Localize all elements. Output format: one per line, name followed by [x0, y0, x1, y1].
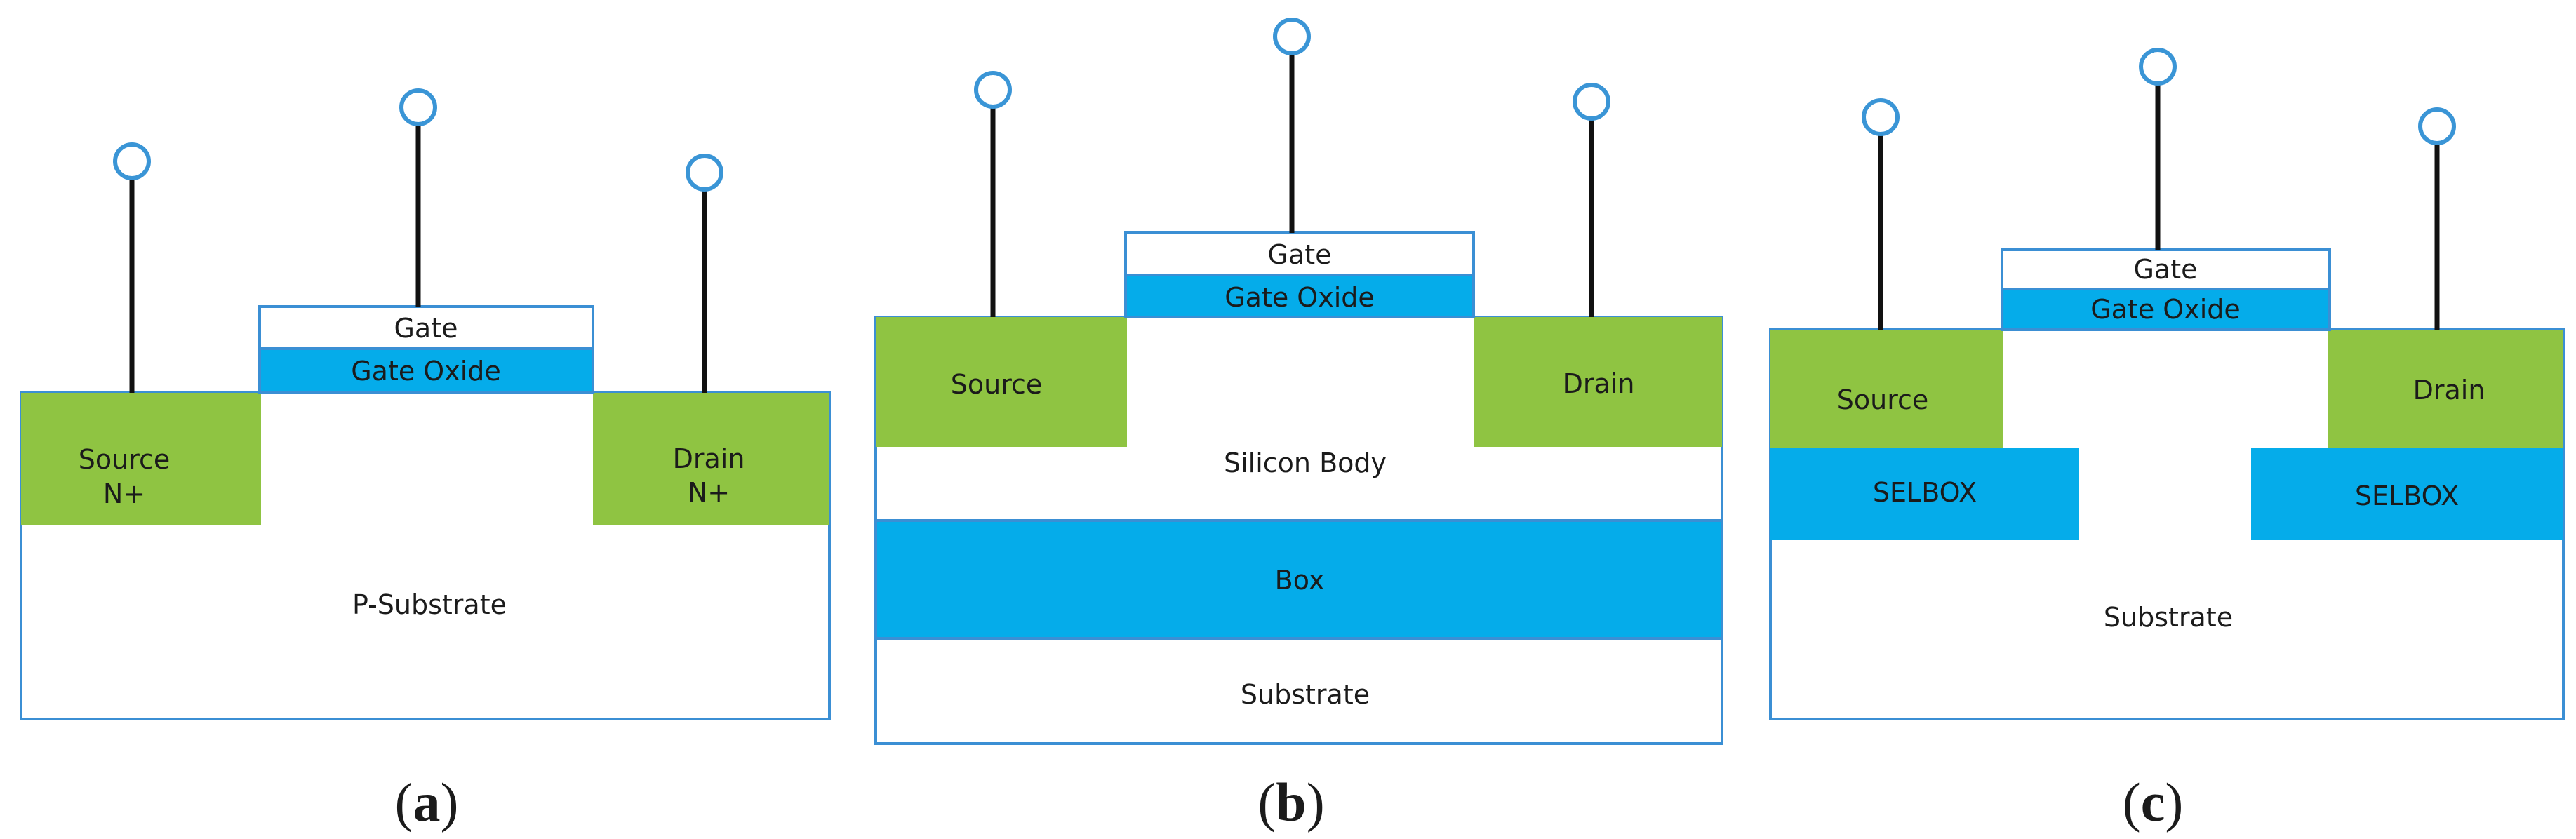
drain-label: Drain	[1563, 368, 1635, 399]
substrate-label: Substrate	[2104, 602, 2233, 633]
gate-region	[2001, 248, 2331, 290]
gate-label: Gate	[2133, 254, 2197, 285]
gate-oxide-region	[2001, 288, 2331, 331]
source-region	[1770, 330, 2003, 448]
gate-oxide-region	[258, 347, 594, 394]
gate-region	[1124, 231, 1475, 276]
drain-label: Drain	[2413, 375, 2485, 405]
caption-b: (b)	[1257, 772, 1324, 833]
drain-label: Drain	[673, 443, 745, 474]
box-region	[874, 519, 1723, 640]
selbox-right-label: SELBOX	[2355, 481, 2459, 511]
gate-terminal-icon	[1273, 18, 1311, 55]
source-label: Source	[951, 369, 1043, 400]
source-doping-label: N+	[103, 478, 145, 509]
silicon-body-label: Silicon Body	[1224, 448, 1387, 478]
gate-oxide-label: Gate Oxide	[1224, 282, 1375, 313]
drain-terminal-icon	[686, 154, 723, 192]
drain-region	[2328, 330, 2563, 448]
source-terminal-icon	[1862, 98, 1900, 136]
gate-region	[258, 305, 594, 350]
box-label: Box	[1275, 565, 1325, 596]
gate-label: Gate	[1267, 239, 1331, 270]
substrate-label: Substrate	[1241, 679, 1370, 710]
gate-label: Gate	[394, 313, 458, 344]
gate-terminal-icon	[2139, 48, 2177, 86]
source-region	[21, 393, 261, 525]
gate-oxide-label: Gate Oxide	[2090, 294, 2241, 325]
panel-a: Gate Gate Oxide Source N+ Drain N+ P-Sub…	[20, 88, 831, 833]
drain-terminal-icon	[1573, 83, 1610, 121]
panel-b: Gate Gate Oxide Source Drain Silicon Bod…	[874, 18, 1723, 833]
drain-region	[593, 393, 829, 525]
drain-doping-label: N+	[688, 477, 730, 508]
caption-a: (a)	[395, 772, 459, 833]
caption-c: (c)	[2123, 772, 2184, 833]
source-terminal-icon	[113, 142, 151, 180]
gate-oxide-region	[1124, 274, 1475, 318]
drain-region	[1474, 317, 1722, 447]
source-label: Source	[79, 444, 171, 475]
source-region	[876, 317, 1127, 447]
drain-terminal-icon	[2418, 107, 2456, 145]
gate-oxide-label: Gate Oxide	[351, 356, 501, 387]
source-terminal-icon	[974, 71, 1012, 109]
selbox-left-label: SELBOX	[1873, 477, 1977, 508]
substrate-label: P-Substrate	[352, 589, 507, 620]
panel-c: Gate Gate Oxide Source Drain SELBOX SELB…	[1769, 48, 2565, 833]
selbox-right-region	[2251, 448, 2563, 540]
gate-terminal-icon	[399, 88, 437, 126]
selbox-left-region	[1770, 448, 2079, 540]
source-label: Source	[1837, 384, 1929, 415]
